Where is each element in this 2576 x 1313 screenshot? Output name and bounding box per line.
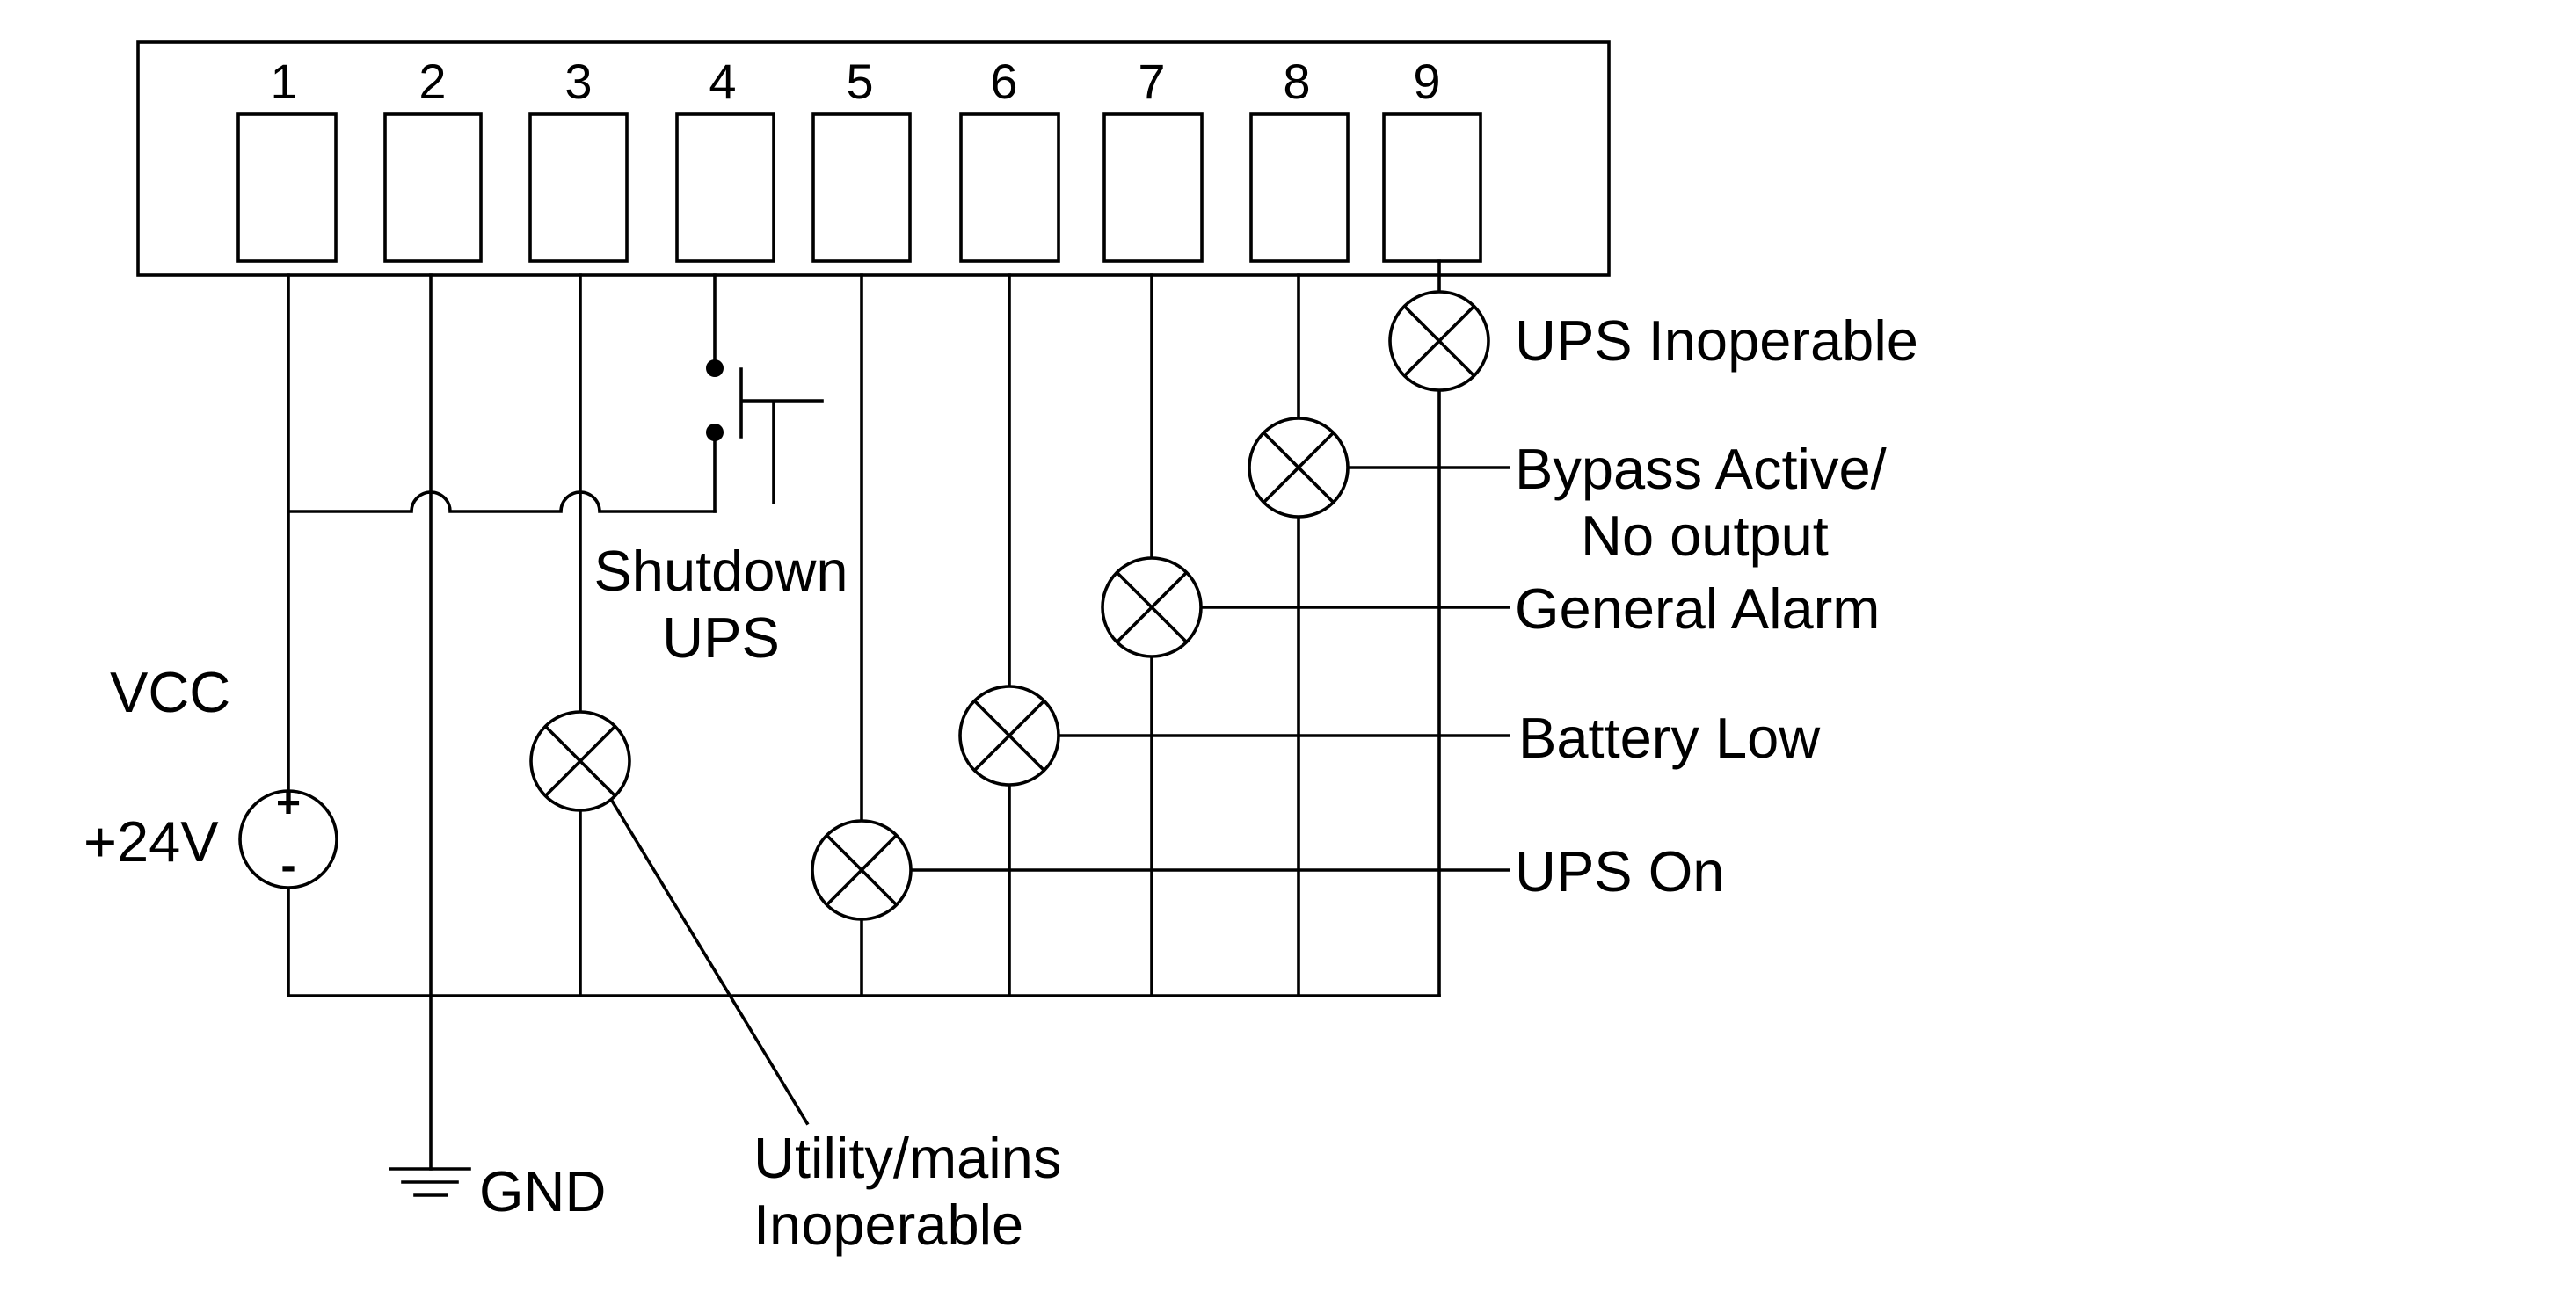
terminal-slot-8 [1249,112,1350,263]
dc-supply-plus: + [276,780,301,827]
lamp-general-alarm-cross [1115,570,1189,644]
shutdown-switch [706,359,824,504]
terminal-number-2: 2 [418,54,446,109]
lamp-general-alarm [1101,556,1203,658]
label-shutdown-line1: Shutdown [593,539,848,603]
ground-symbol [389,1167,471,1197]
lamp-ups-on-cross [825,833,899,907]
switch-contact-top [706,359,724,377]
lamp-utility [529,710,631,812]
lamp-ups-inoperable-cross [1402,304,1476,378]
terminal-number-9: 9 [1413,54,1440,109]
label-shutdown-line2: UPS [662,606,780,670]
terminal-slot-6 [959,112,1060,263]
terminal-numbers: 1 2 3 4 5 6 7 8 9 [270,54,1440,109]
lamp-battery-low [958,685,1060,787]
lamp-utility-cross [543,724,617,798]
terminal-number-8: 8 [1283,54,1310,109]
terminal-number-6: 6 [990,54,1017,109]
terminal-number-4: 4 [709,54,736,109]
label-general-alarm: General Alarm [1515,577,1880,641]
lamp-battery-low-cross [972,699,1046,773]
wires [287,259,1510,1171]
label-battery-low: Battery Low [1518,706,1821,770]
dc-supply-minus: - [280,840,295,891]
label-utility-line1: Utility/mains [753,1126,1061,1190]
leader-utility-inoperable [607,794,810,1126]
label-bypass-line1: Bypass Active/ [1515,437,1888,501]
label-bypass-line2: No output [1581,504,1829,568]
terminal-slot-4 [675,112,775,263]
terminal-number-5: 5 [846,54,873,109]
label-vcc: VCC [110,660,230,724]
dc-supply-circle [238,789,338,889]
terminal-number-1: 1 [270,54,297,109]
shutdown-loop-wire [287,490,717,513]
terminal-number-7: 7 [1138,54,1165,109]
ground-lines [389,1167,471,1197]
terminal-slot-2 [383,112,483,263]
label-gnd: GND [479,1159,606,1223]
label-supply-voltage: +24V [84,809,219,874]
terminal-number-3: 3 [564,54,592,109]
terminal-slot-1 [236,112,338,263]
label-utility-line2: Inoperable [753,1193,1023,1257]
switch-actuator [739,367,824,504]
dc-supply: + - [238,780,338,891]
terminal-slots [236,112,1482,263]
terminal-slot-5 [811,112,912,263]
lamp-bypass-active-cross [1262,431,1335,504]
terminal-slot-7 [1102,112,1204,263]
lamp-ups-inoperable [1388,290,1490,392]
lamp-ups-on [811,819,913,921]
terminal-slot-3 [528,112,629,263]
label-ups-on: UPS On [1515,839,1724,903]
terminal-slot-9 [1382,112,1482,263]
switch-contact-bottom [706,424,724,441]
lamp-bypass-active [1248,417,1350,519]
label-ups-inoperable: UPS Inoperable [1515,308,1918,373]
